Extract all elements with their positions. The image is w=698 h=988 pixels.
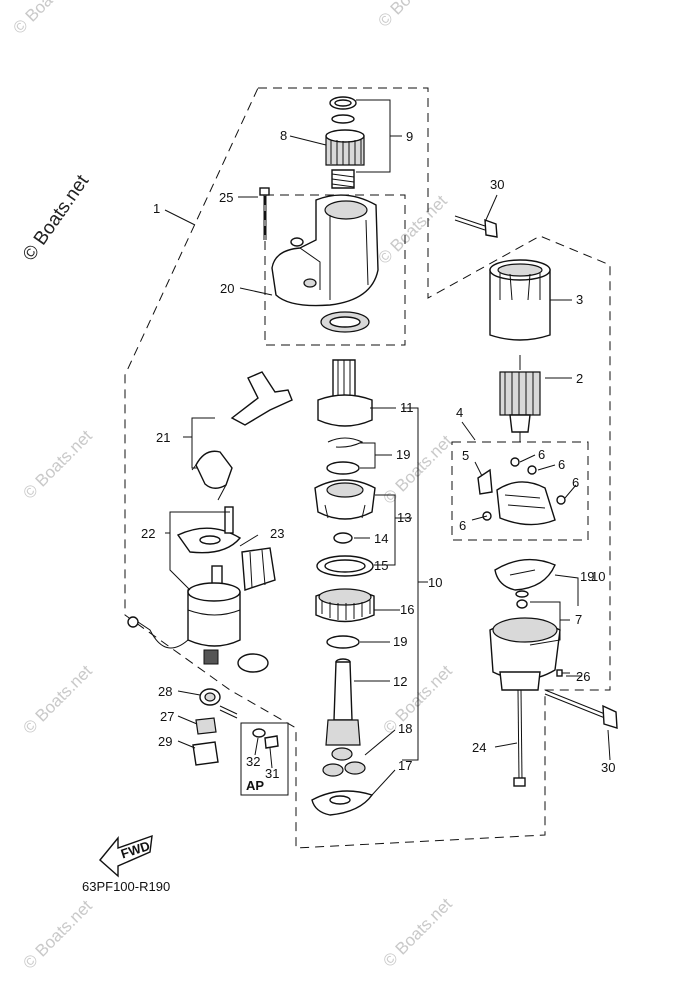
terminal-nut bbox=[199, 688, 238, 719]
callout-7: 7 bbox=[575, 612, 582, 627]
callout-23: 23 bbox=[270, 526, 284, 541]
oil-seal-hole bbox=[329, 316, 361, 328]
pinion-gear bbox=[325, 129, 365, 166]
nut-27 bbox=[195, 717, 217, 735]
watermark: © Boats.net bbox=[374, 191, 451, 268]
gear-plate-17 bbox=[311, 790, 374, 816]
front-housing bbox=[271, 194, 379, 307]
callout-8: 8 bbox=[280, 128, 287, 143]
nut-31 bbox=[264, 735, 279, 749]
callout-12: 12 bbox=[393, 674, 407, 689]
watermark: © Boats.net bbox=[9, 0, 86, 38]
callout-29: 29 bbox=[158, 734, 172, 749]
callout-19c: 19 bbox=[580, 569, 594, 584]
callout-13: 13 bbox=[397, 510, 411, 525]
callout-22: 22 bbox=[141, 526, 155, 541]
callout-30b: 30 bbox=[601, 760, 615, 775]
washer-19 bbox=[326, 461, 360, 475]
yoke bbox=[489, 259, 551, 341]
callout-26: 26 bbox=[576, 669, 590, 684]
callout-27: 27 bbox=[160, 709, 174, 724]
callout-25: 25 bbox=[219, 190, 233, 205]
washer-32 bbox=[252, 728, 266, 738]
callout-6c: 6 bbox=[572, 475, 579, 490]
bushing-14 bbox=[333, 532, 353, 544]
retaining-ring-set bbox=[329, 96, 357, 189]
callout-31: 31 bbox=[265, 766, 279, 781]
ring-top-hole bbox=[334, 99, 352, 107]
callout-6d: 6 bbox=[459, 518, 466, 533]
watermark: © Boats.net bbox=[379, 894, 456, 971]
circlip bbox=[327, 437, 364, 448]
callout-17: 17 bbox=[398, 758, 412, 773]
through-bolt-24 bbox=[513, 689, 526, 787]
housing-bolt bbox=[259, 187, 270, 240]
diagram-code: 63PF100-R190 bbox=[82, 879, 170, 894]
callout-20: 20 bbox=[220, 281, 234, 296]
brush-holder bbox=[477, 457, 566, 526]
ap-kit-box: AP bbox=[240, 722, 289, 796]
callout-9: 9 bbox=[406, 129, 413, 144]
outline-brush-holder-group bbox=[451, 441, 589, 541]
fwd-arrow: FWD bbox=[99, 834, 153, 878]
solenoid bbox=[127, 506, 242, 665]
assembly-outlines bbox=[124, 87, 611, 849]
drive-shaft bbox=[325, 658, 361, 746]
watermark: © Boats.net bbox=[19, 426, 96, 503]
callout-30a: 30 bbox=[490, 177, 504, 192]
outline-starter-assembly bbox=[124, 87, 611, 849]
parts: FWD bbox=[99, 96, 618, 878]
ring-clip bbox=[331, 114, 355, 124]
callout-10a: 10 bbox=[428, 575, 442, 590]
watermark: © Boats.net bbox=[19, 661, 96, 738]
cap bbox=[237, 653, 269, 673]
spring-coils bbox=[331, 173, 355, 188]
callout-15: 15 bbox=[374, 558, 388, 573]
shaft-assembly bbox=[317, 359, 373, 427]
brush-plate bbox=[494, 558, 556, 591]
callout-32: 32 bbox=[246, 754, 260, 769]
callout-10b: 10 bbox=[591, 569, 605, 584]
callout-6a: 6 bbox=[538, 447, 545, 462]
planet-gears bbox=[322, 747, 366, 777]
callout-14: 14 bbox=[374, 531, 388, 546]
internal-gear bbox=[315, 588, 375, 623]
watermark: © Boats.net bbox=[374, 0, 451, 31]
callouts: 1 2 3 4 5 6 6 6 6 7 8 9 10 19 10 11 12 1… bbox=[141, 128, 615, 781]
callout-6b: 6 bbox=[558, 457, 565, 472]
through-bolt-top bbox=[454, 215, 498, 238]
callout-4: 4 bbox=[456, 405, 463, 420]
callout-19a: 19 bbox=[396, 447, 410, 462]
planetary-carrier bbox=[314, 479, 376, 520]
watermarks: © Boats.net © Boats.net © Boats.net © Bo… bbox=[9, 0, 456, 973]
through-bolt-bottom bbox=[544, 689, 618, 729]
shift-lever bbox=[191, 371, 293, 501]
callout-19b: 19 bbox=[393, 634, 407, 649]
leader-lines bbox=[164, 99, 611, 796]
armature bbox=[499, 355, 541, 442]
screw-26 bbox=[556, 669, 570, 677]
watermark: © Boats.net bbox=[19, 896, 96, 973]
watermark-main: © Boats.net bbox=[19, 171, 94, 265]
callout-2: 2 bbox=[576, 371, 583, 386]
ap-box-outline bbox=[240, 722, 289, 796]
ap-label: AP bbox=[246, 778, 264, 793]
callout-24: 24 bbox=[472, 740, 486, 755]
callout-28: 28 bbox=[158, 684, 172, 699]
rear-cover bbox=[489, 590, 561, 691]
dust-boot bbox=[241, 547, 276, 591]
callout-3: 3 bbox=[576, 292, 583, 307]
callout-5: 5 bbox=[462, 448, 469, 463]
cap-29 bbox=[192, 741, 219, 766]
callout-11: 11 bbox=[400, 400, 414, 415]
callout-21: 21 bbox=[156, 430, 170, 445]
callout-1: 1 bbox=[153, 201, 160, 216]
callout-18: 18 bbox=[398, 721, 412, 736]
plate-15-hole bbox=[324, 559, 366, 573]
outline-housing-group bbox=[264, 194, 406, 346]
callout-16: 16 bbox=[400, 602, 414, 617]
washer-19b bbox=[326, 635, 360, 649]
